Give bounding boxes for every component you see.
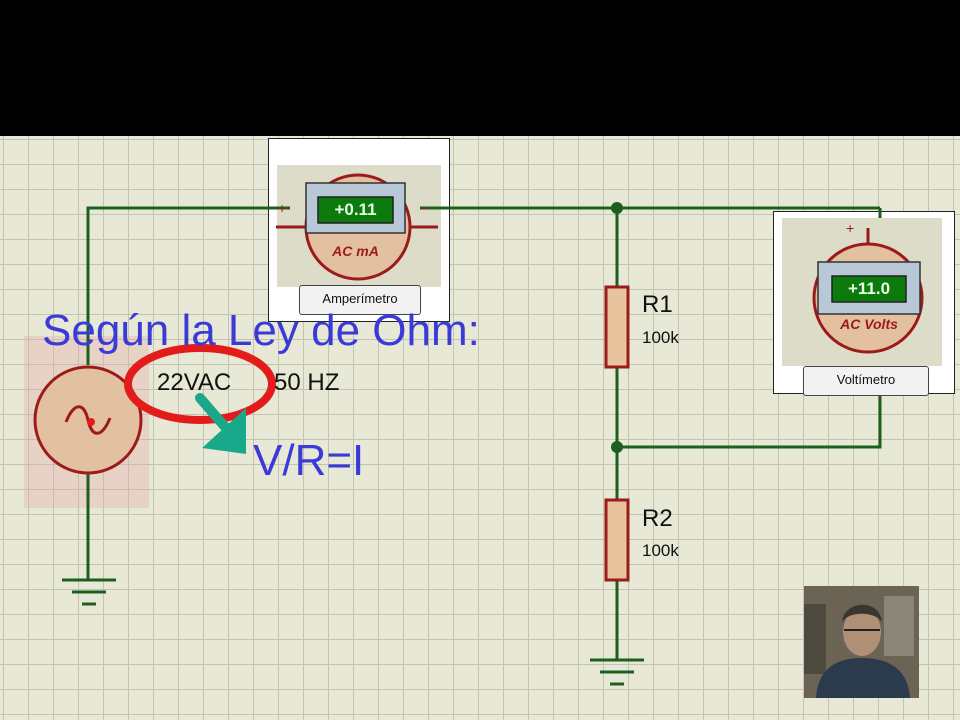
r2-name: R2 — [642, 505, 673, 532]
wire-voltmeter-minus — [617, 395, 882, 449]
wires — [86, 206, 882, 660]
source-voltage-label: 22VAC — [157, 369, 232, 396]
r1-name: R1 — [642, 291, 673, 318]
ammeter-minus: − — [420, 200, 429, 216]
highlight-circle — [124, 344, 276, 424]
junction-top — [611, 202, 623, 214]
voltmeter-reading: +11.0 — [847, 279, 891, 298]
resistor-r2-icon — [604, 498, 630, 582]
voltmeter-name-tag[interactable]: Voltímetro — [803, 366, 929, 396]
voltmeter-icon — [812, 228, 924, 354]
arrow-icon — [195, 393, 246, 454]
annotation-formula: V/R=I — [253, 436, 365, 485]
r1-value: 100k — [642, 328, 679, 347]
annotation-heading: Según la Ley de Ohm: — [42, 306, 480, 355]
voltmeter-unit: AC Volts — [840, 316, 898, 332]
voltmeter-plus: + — [846, 220, 855, 236]
ammeter-icon — [276, 173, 438, 281]
ammeter-reading: +0.11 — [334, 200, 377, 219]
ground-left-icon — [62, 578, 116, 606]
webcam-thumbnail — [804, 586, 919, 698]
ground-right-icon — [590, 658, 644, 686]
source-frequency-label: 50 HZ — [274, 369, 340, 396]
junction-mid — [611, 441, 623, 453]
ammeter-name-tag[interactable]: Amperímetro — [299, 285, 421, 315]
resistor-r1-icon — [604, 285, 630, 369]
ammeter-plus: + — [278, 200, 287, 216]
wire-source-top — [86, 206, 290, 365]
r2-value: 100k — [642, 541, 679, 560]
ammeter-unit: AC mA — [332, 243, 379, 259]
ac-source-icon — [33, 365, 143, 475]
